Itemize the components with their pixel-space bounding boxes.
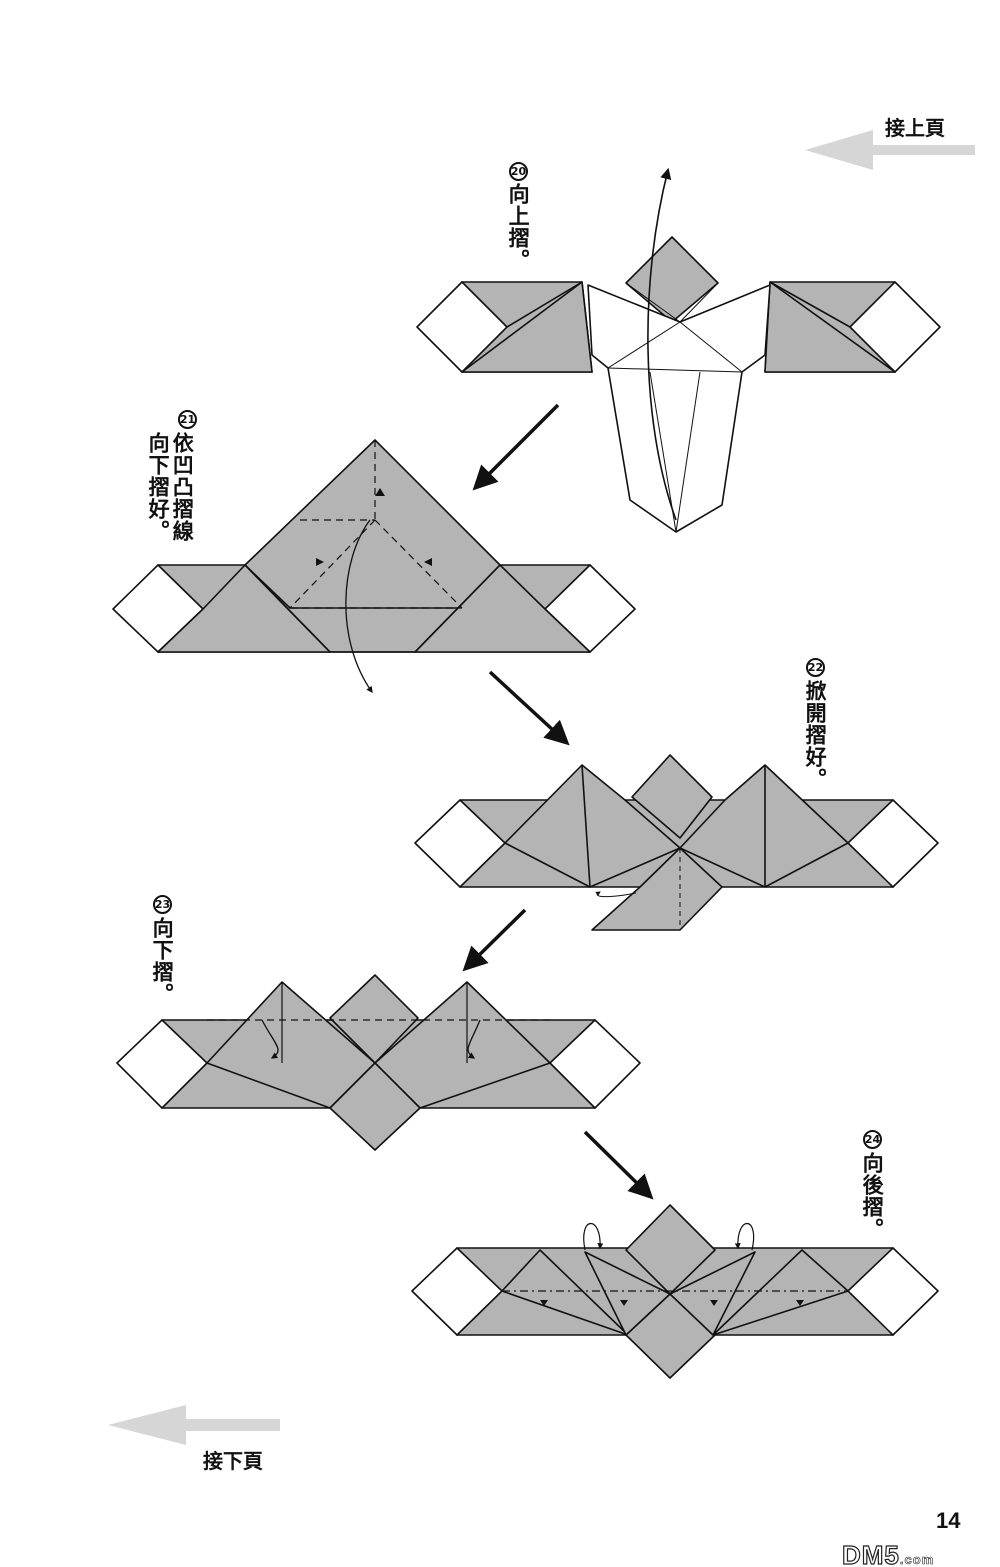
step-22-to-23-arrow [462,908,527,972]
step-24-number: 24 [863,1130,882,1149]
step-21-instruction: 依凹凸摺線向下摺好。 [146,432,195,542]
continued-from-arrow [805,130,975,170]
watermark-main: DM5 [841,1539,900,1567]
step-20-to-21-arrow [472,403,560,491]
continued-to-arrow [108,1405,280,1445]
step-21-number: 21 [178,410,197,429]
step-23-instruction: 向下摺。 [150,917,175,1005]
step-23-number: 23 [153,895,172,914]
step-20-figure [416,167,941,533]
page-number: 14 [936,1508,961,1533]
step-21-figure [112,439,636,694]
step-22-figure [414,754,939,931]
step-22-instruction: 掀開摺好。 [803,680,828,790]
watermark-suffix: .com [899,1552,935,1567]
step-20-number: 20 [509,162,528,181]
step-22-number: 22 [806,658,825,677]
step-24-instruction: 向後摺。 [860,1152,885,1240]
step-21-to-22-arrow [488,670,570,746]
step-20-instruction: 向上摺。 [506,183,531,271]
step-23-to-24-arrow [583,1130,654,1200]
continued-from-label: 接上頁 [885,116,945,140]
step-23-figure [116,974,641,1151]
step-24-figure [411,1204,939,1379]
site-watermark: DM5.com [841,1539,935,1567]
continued-to-label: 接下頁 [203,1449,263,1473]
